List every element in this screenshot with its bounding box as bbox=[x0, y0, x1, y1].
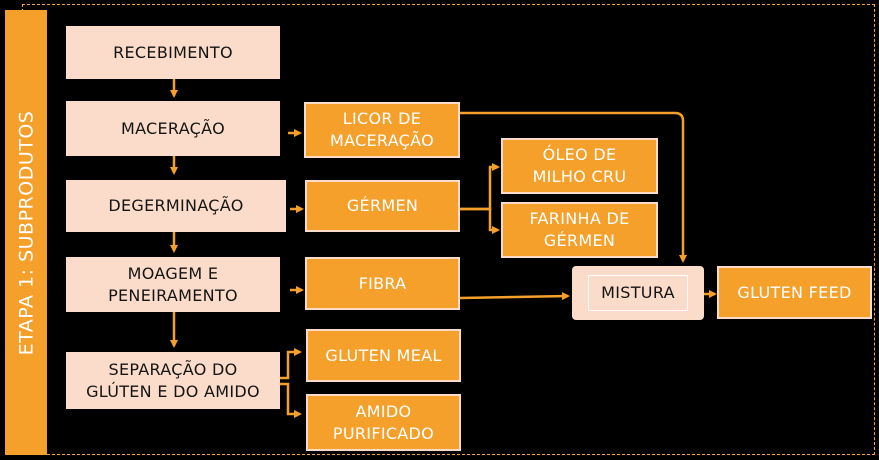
product-mistura: MISTURA bbox=[572, 266, 704, 320]
product-fibra-label: FIBRA bbox=[358, 273, 407, 293]
product-gluten-meal: GLUTEN MEAL bbox=[306, 329, 461, 382]
product-licor-line1: LICOR DE bbox=[342, 109, 422, 128]
product-gluten-feed: GLUTEN FEED bbox=[717, 266, 872, 319]
product-germen: GÉRMEN bbox=[305, 180, 460, 232]
step-recebimento: RECEBIMENTO bbox=[66, 26, 280, 79]
arrow-licor-mistura bbox=[460, 111, 687, 263]
product-farinha-germen: FARINHA DE GÉRMEN bbox=[501, 202, 658, 258]
step-moagem: MOAGEM E PENEIRAMENTO bbox=[66, 257, 280, 312]
product-oleo-line1: ÓLEO DE bbox=[542, 145, 617, 164]
product-oleo-line2: MILHO CRU bbox=[532, 167, 627, 186]
product-amido-line2: PURIFICADO bbox=[332, 423, 435, 443]
product-germen-label: GÉRMEN bbox=[346, 196, 419, 215]
product-licor-line2: MACERAÇÃO bbox=[329, 131, 434, 150]
step-maceracao: MACERAÇÃO bbox=[66, 101, 280, 156]
step-moagem-line1: MOAGEM E bbox=[127, 263, 219, 283]
step-recebimento-label: RECEBIMENTO bbox=[113, 42, 233, 62]
arrow-germen-farinha bbox=[460, 207, 500, 234]
product-amido-line1: AMIDO bbox=[355, 401, 412, 421]
step-separacao-line2: GLÚTEN E DO AMIDO bbox=[86, 381, 260, 401]
stage-side-bar bbox=[5, 10, 47, 455]
product-farinha-line2: GÉRMEN bbox=[543, 231, 616, 250]
product-licor-maceracao: LICOR DE MACERAÇÃO bbox=[304, 102, 460, 158]
product-mistura-label: MISTURA bbox=[601, 283, 675, 302]
product-gluten-feed-label: GLUTEN FEED bbox=[737, 282, 852, 302]
mistura-inner: MISTURA bbox=[588, 275, 688, 311]
product-amido-purificado: AMIDO PURIFICADO bbox=[306, 394, 461, 451]
step-moagem-line2: PENEIRAMENTO bbox=[108, 285, 238, 305]
product-farinha-line1: FARINHA DE bbox=[529, 209, 630, 228]
step-maceracao-label: MACERAÇÃO bbox=[120, 118, 225, 138]
step-separacao-line1: SEPARAÇÃO DO bbox=[108, 359, 238, 379]
arrow-germen-oleo bbox=[460, 163, 500, 211]
step-separacao: SEPARAÇÃO DO GLÚTEN E DO AMIDO bbox=[66, 352, 280, 409]
product-fibra: FIBRA bbox=[305, 257, 460, 310]
arrow-separacao-glutenmeal bbox=[280, 348, 302, 380]
product-gluten-meal-label: GLUTEN MEAL bbox=[325, 345, 442, 365]
step-degerminacao: DEGERMINAÇÃO bbox=[66, 180, 286, 232]
arrow-separacao-amido bbox=[280, 382, 302, 418]
step-degerminacao-label: DEGERMINAÇÃO bbox=[108, 196, 244, 215]
arrow-fibra-mistura bbox=[459, 292, 570, 301]
product-oleo-milho: ÓLEO DE MILHO CRU bbox=[501, 138, 658, 194]
